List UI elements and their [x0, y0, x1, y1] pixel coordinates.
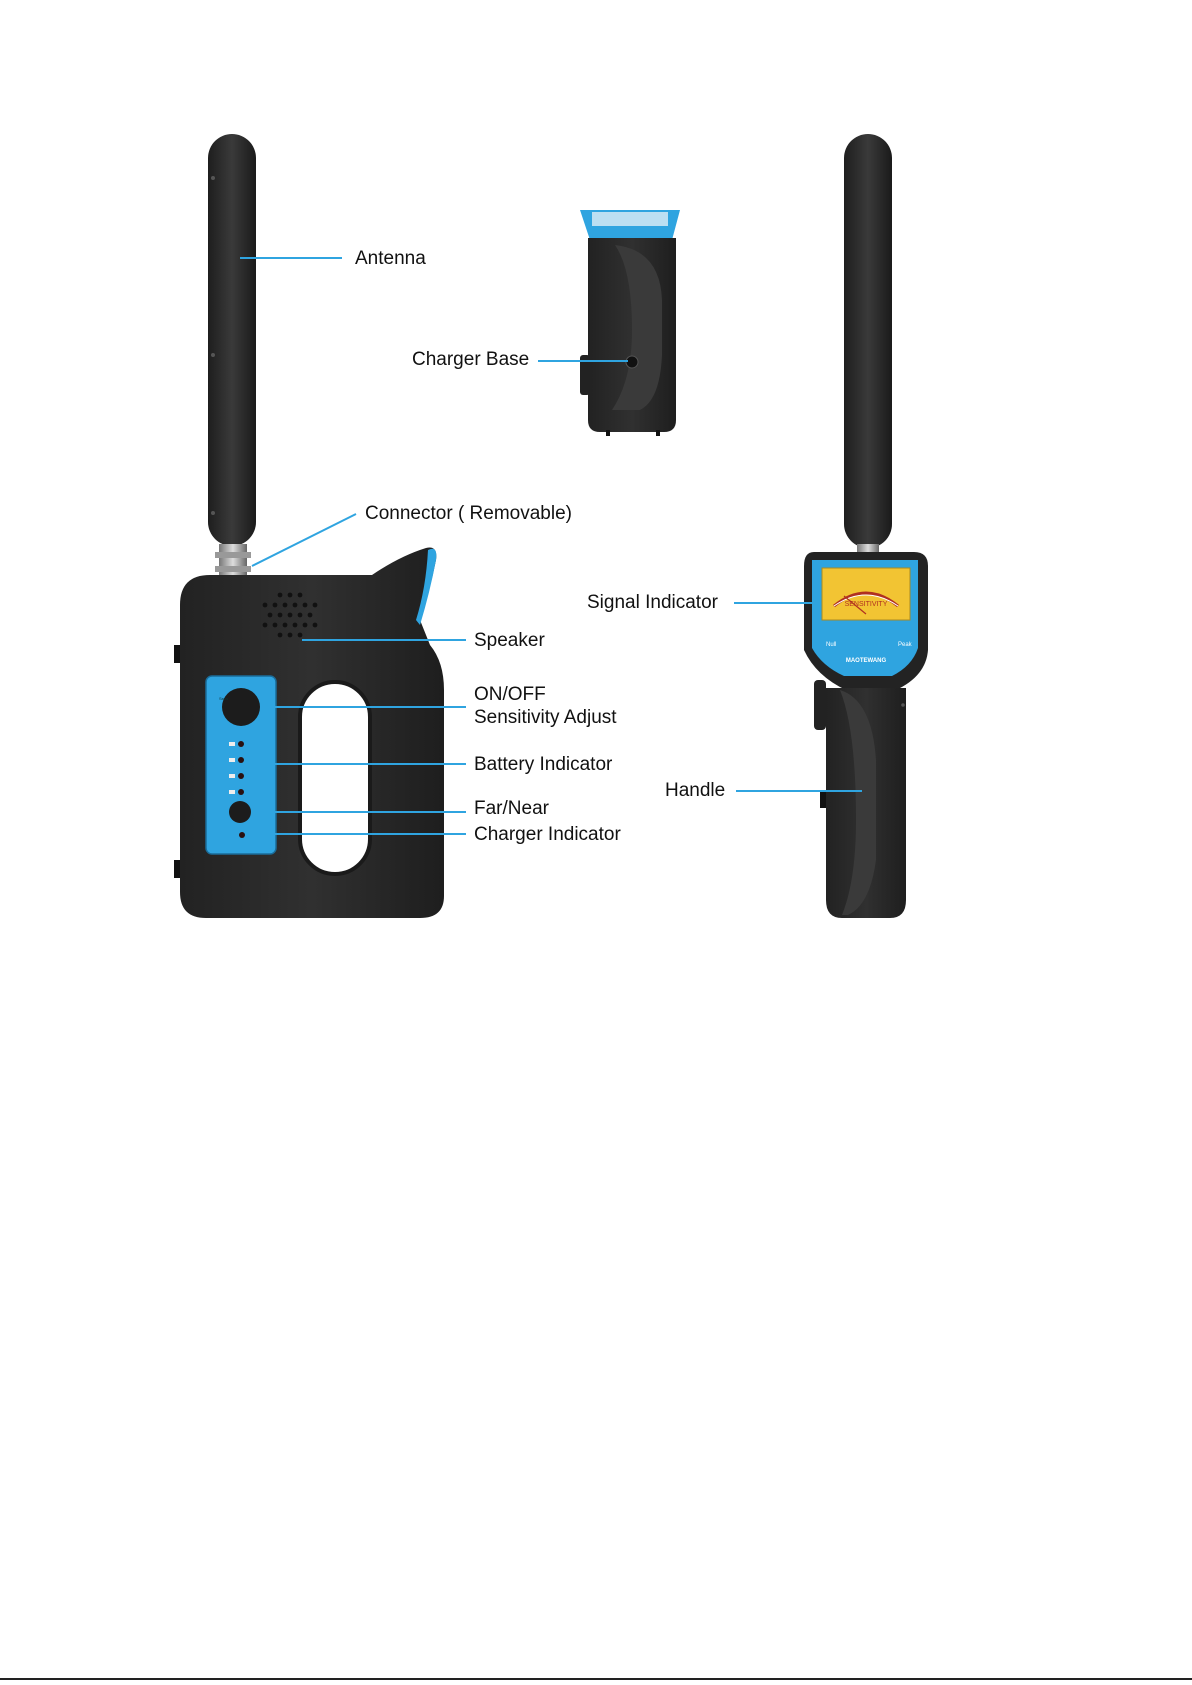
meter-brand: MAOTEWANG — [846, 658, 887, 664]
charger-base — [580, 210, 680, 436]
svg-text:Sens: Sens — [219, 696, 228, 701]
callout-sensitivity-adjust: Sensitivity Adjust — [474, 706, 617, 730]
antenna-right — [844, 134, 892, 548]
antenna-left — [208, 134, 256, 546]
leader-connector — [252, 514, 356, 566]
callout-charger-base: Charger Base — [412, 348, 529, 372]
handle-hole — [300, 682, 370, 874]
sensitivity-knob — [222, 688, 260, 726]
page-bottom-rule — [0, 1678, 1192, 1680]
far-near-button — [229, 801, 251, 823]
callout-far-near: Far/Near — [474, 797, 549, 821]
callout-battery-indicator: Battery Indicator — [474, 753, 612, 777]
callout-handle: Handle — [665, 779, 725, 803]
meter-null: Null — [826, 642, 836, 648]
connector-left — [219, 544, 247, 578]
callout-speaker: Speaker — [474, 629, 545, 653]
callout-antenna: Antenna — [355, 247, 426, 271]
callout-connector: Connector ( Removable) — [365, 502, 572, 526]
meter-label: SENSITIVITY — [845, 601, 888, 608]
charger-led — [239, 832, 245, 838]
callout-on-off: ON/OFF — [474, 683, 546, 707]
right-device: SENSITIVITY Null Peak MAOTEWANG — [804, 134, 928, 918]
callout-signal-indicator: Signal Indicator — [587, 591, 718, 615]
callout-charger-indicator: Charger Indicator — [474, 823, 621, 847]
meter-peak: Peak — [898, 642, 913, 648]
